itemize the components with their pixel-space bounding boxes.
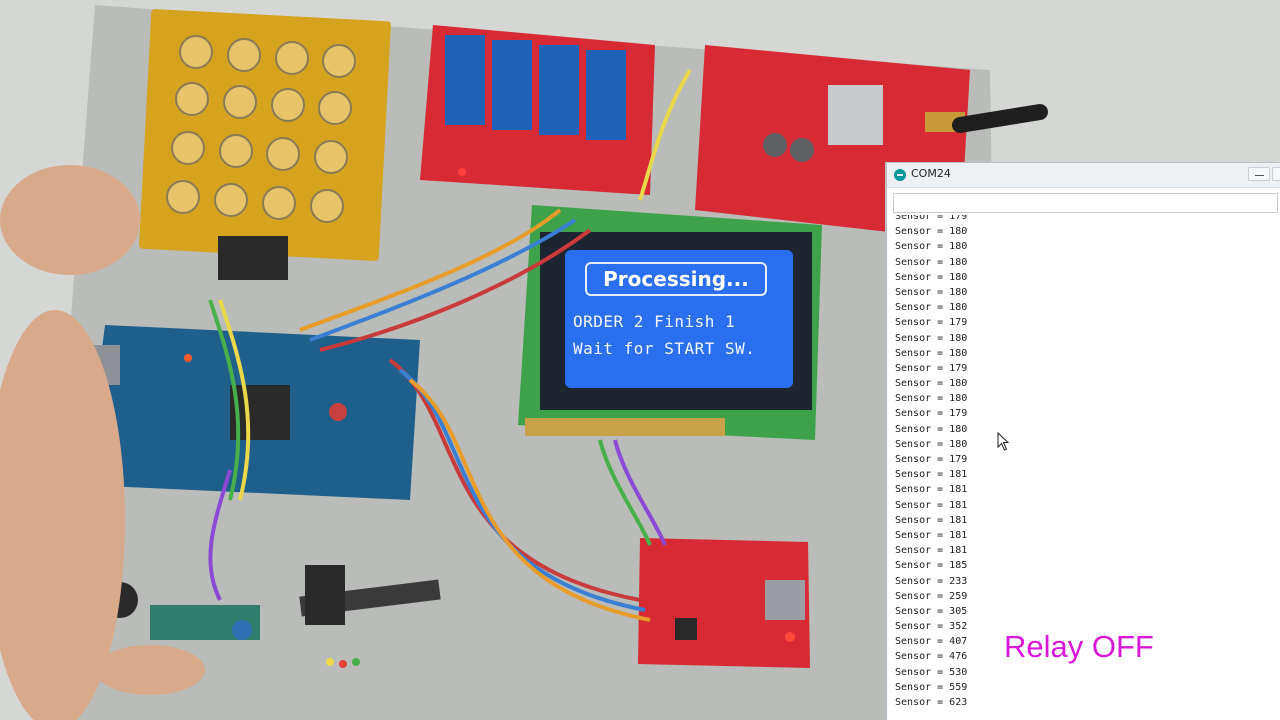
window-titlebar[interactable]: COM24 <box>887 163 1280 188</box>
serial-line: Sensor = 180 <box>895 286 968 298</box>
serial-line: Sensor = 233 <box>895 575 968 587</box>
lcd-screen <box>565 250 793 388</box>
serial-line: Sensor = 185 <box>895 560 968 572</box>
serial-line: Sensor = 352 <box>895 621 968 633</box>
serial-line: Sensor = 259 <box>895 590 968 602</box>
serial-line: Sensor = 179 <box>895 362 968 374</box>
minimize-button[interactable] <box>1248 167 1270 181</box>
serial-line: Sensor = 181 <box>895 499 968 511</box>
serial-line: Sensor = 179 <box>895 215 968 222</box>
serial-line: Sensor = 180 <box>895 241 968 253</box>
serial-line: Sensor = 181 <box>895 545 968 557</box>
serial-line: Sensor = 179 <box>895 408 968 420</box>
serial-line: Sensor = 181 <box>895 469 968 481</box>
lcd-line-2: Wait for START SW. <box>573 339 756 358</box>
relay-status-overlay: Relay OFF <box>1004 629 1154 664</box>
serial-line: Sensor = 623 <box>895 697 968 708</box>
serial-line: Sensor = 181 <box>895 529 968 541</box>
serial-line: Sensor = 180 <box>895 271 968 283</box>
serial-line: Sensor = 180 <box>895 378 968 390</box>
serial-line: Sensor = 179 <box>895 454 968 465</box>
serial-line: Sensor = 180 <box>895 226 968 238</box>
lcd-title: Processing... <box>585 262 767 296</box>
arduino-icon <box>894 169 906 181</box>
serial-line: Sensor = 181 <box>895 514 968 526</box>
mouse-cursor-icon <box>997 432 1010 451</box>
serial-line: Sensor = 305 <box>895 605 968 617</box>
serial-line: Sensor = 407 <box>895 636 968 648</box>
serial-line: Sensor = 180 <box>895 347 968 359</box>
relay-board <box>420 25 655 195</box>
lcd-line-1: ORDER 2 Finish 1 <box>573 312 736 331</box>
wires <box>208 68 692 622</box>
serial-line: Sensor = 179 <box>895 317 968 329</box>
keypad-board <box>139 9 391 280</box>
components <box>102 565 441 668</box>
serial-line: Sensor = 530 <box>895 666 968 678</box>
serial-line: Sensor = 180 <box>895 302 968 314</box>
serial-line: Sensor = 476 <box>895 651 968 663</box>
serial-line: Sensor = 180 <box>895 393 968 405</box>
sd-card-board <box>638 538 810 668</box>
window-title: COM24 <box>911 167 951 180</box>
serial-line: Sensor = 180 <box>895 438 968 450</box>
serial-line: Sensor = 181 <box>895 484 968 496</box>
close-button[interactable] <box>1272 167 1280 181</box>
hand <box>0 165 205 720</box>
serial-line: Sensor = 180 <box>895 423 968 435</box>
serial-line: Sensor = 180 <box>895 256 968 268</box>
send-input[interactable] <box>893 193 1278 213</box>
serial-line: Sensor = 180 <box>895 332 968 344</box>
serial-line: Sensor = 559 <box>895 681 968 693</box>
